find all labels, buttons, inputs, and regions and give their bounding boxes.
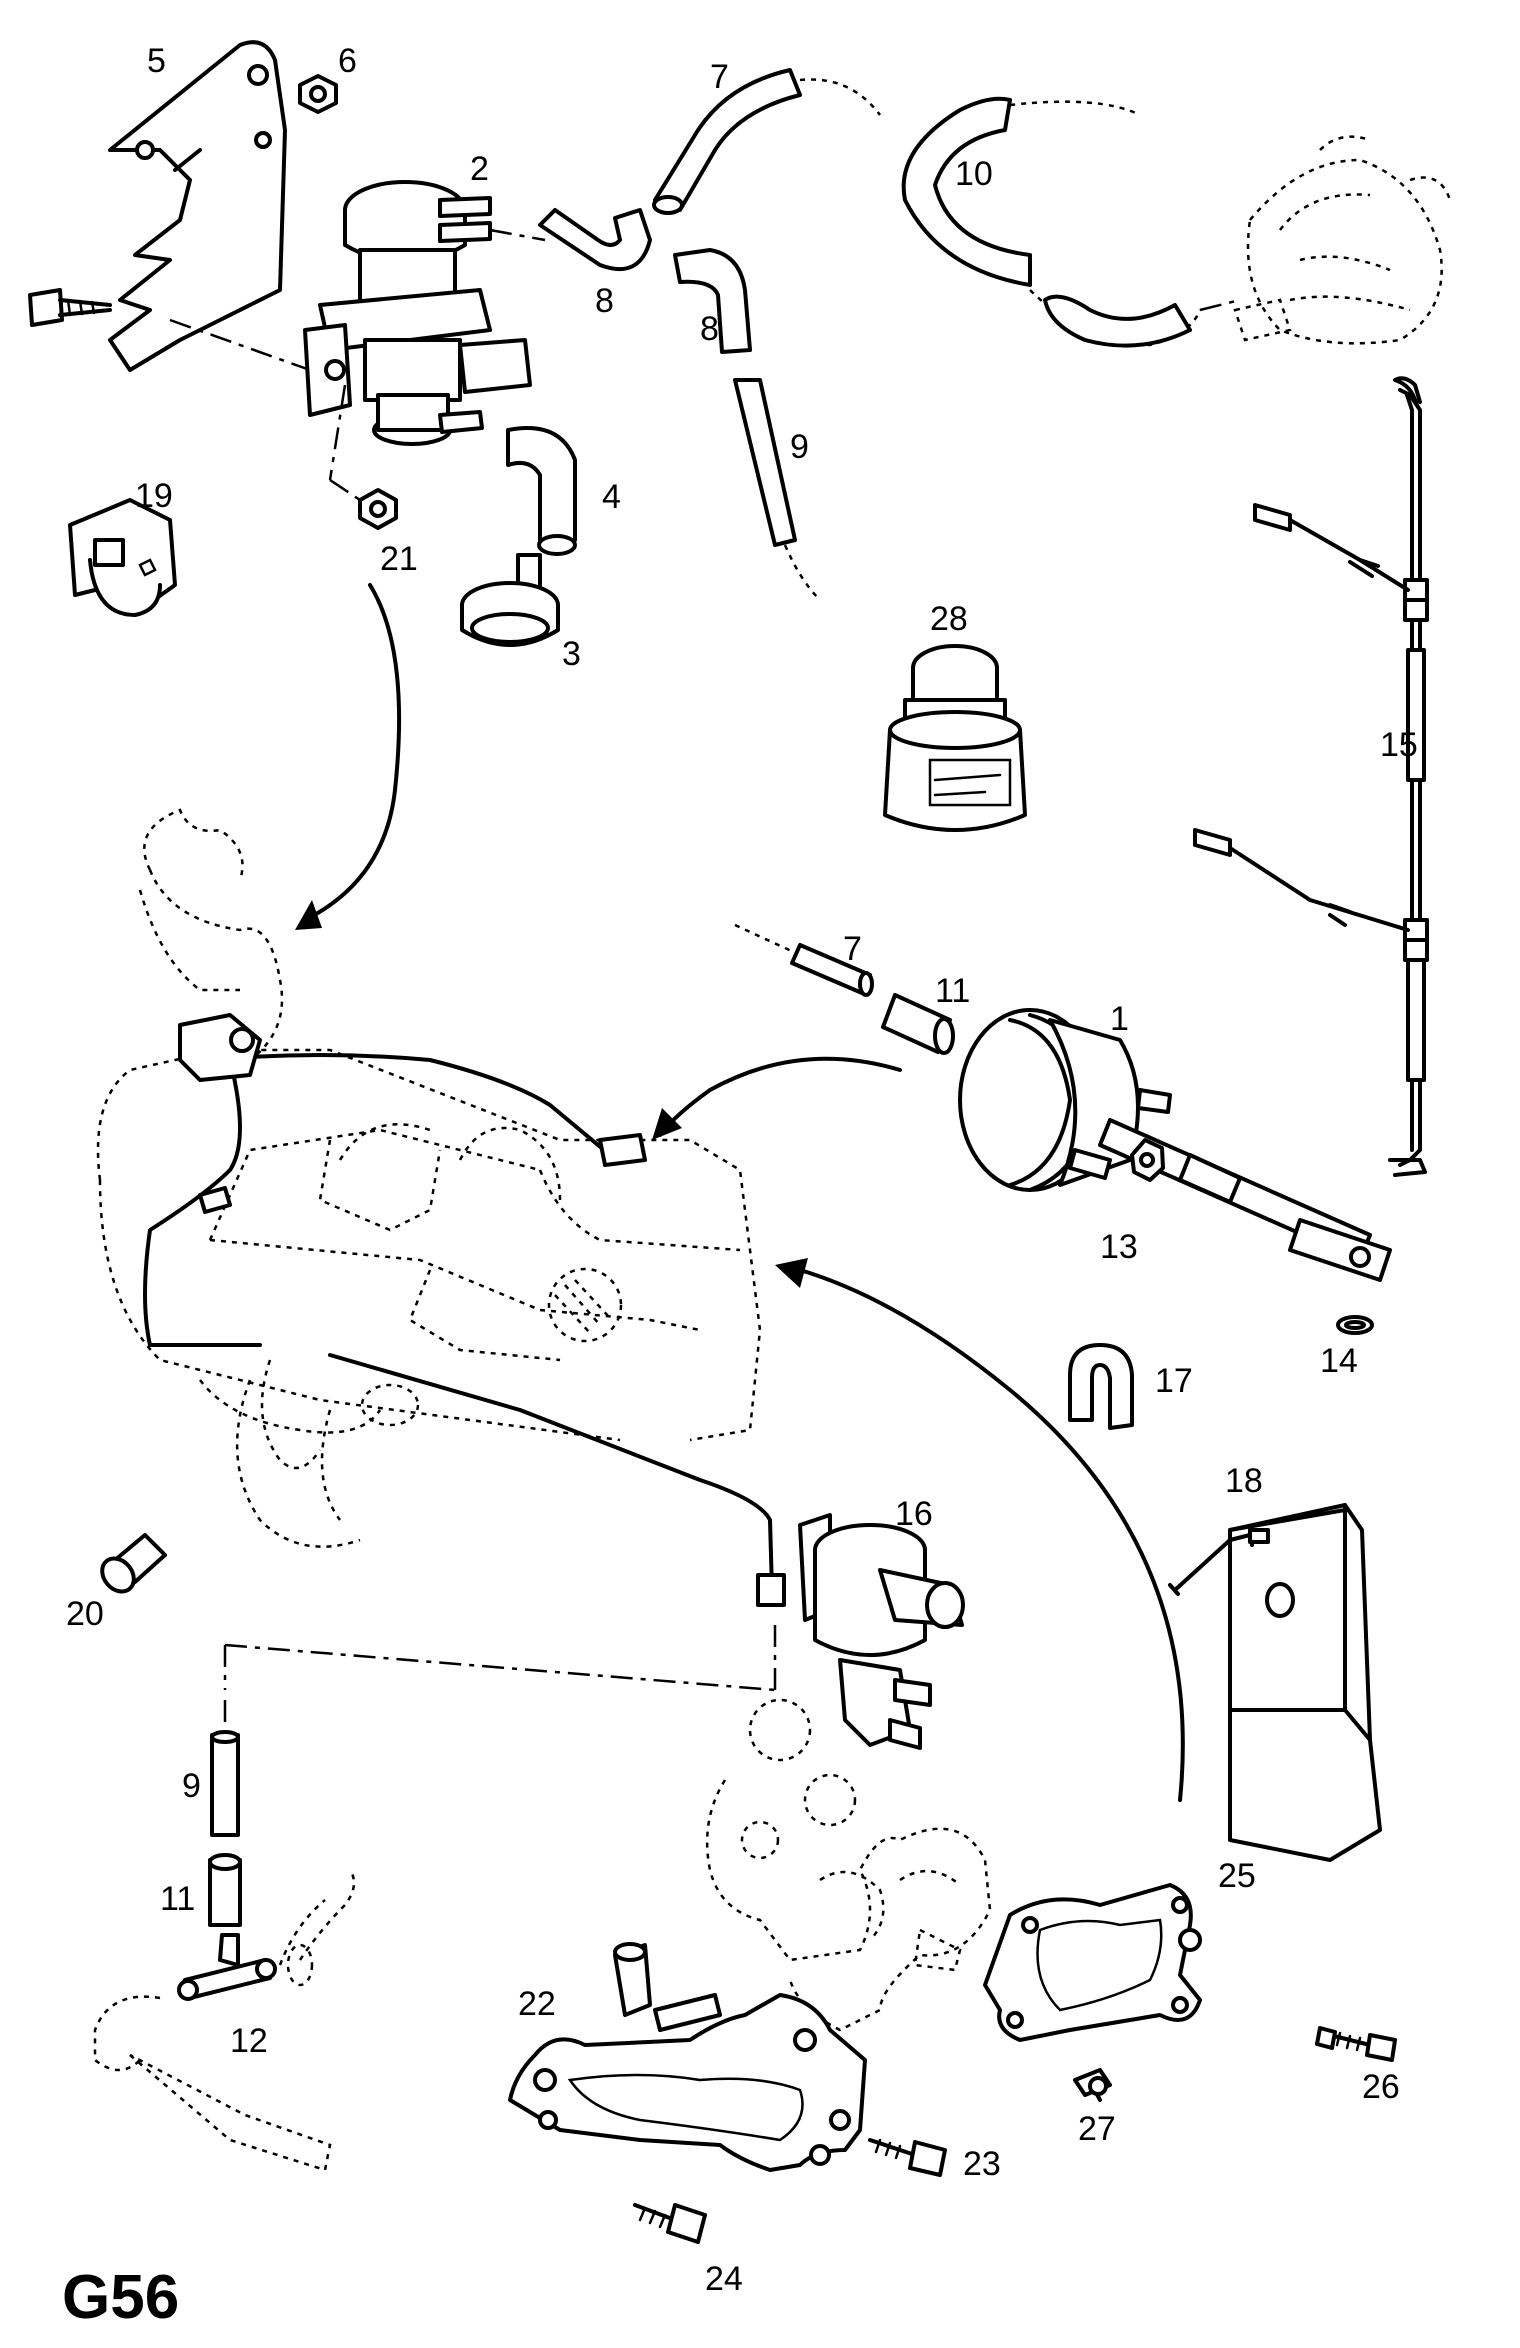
part-21-nut (358, 488, 398, 530)
part-18-canister (1168, 1503, 1382, 1862)
carburettor (1199, 135, 1452, 345)
pump-housing (705, 1698, 992, 2032)
arrow-head-c (775, 1258, 808, 1288)
part-28-bottle (883, 644, 1027, 832)
engine-wiring (143, 1013, 786, 1607)
label-p8a: 8 (595, 282, 614, 320)
part-5-bracket (108, 40, 311, 372)
part-14-washer (1336, 1315, 1374, 1335)
arrow-head-a (295, 900, 322, 930)
label-p15: 15 (1380, 726, 1418, 764)
arrow-head-b (652, 1108, 682, 1140)
label-p17: 17 (1155, 1362, 1193, 1400)
part-27-bolt (1073, 2068, 1112, 2102)
arrow-path-c (798, 1268, 1185, 1802)
label-p19: 19 (135, 477, 173, 515)
part-4-elbow-hose (506, 426, 577, 556)
part-9-hose-lower (210, 1730, 240, 1837)
part-20-fitting (100, 1533, 167, 1594)
label-p9a: 9 (790, 428, 809, 466)
label-p13: 13 (1100, 1228, 1138, 1266)
label-p26: 26 (1362, 2068, 1400, 2106)
part-7-hose-upper (652, 68, 881, 215)
part-11-connector-lower (208, 1853, 242, 1927)
label-p7a: 7 (710, 58, 729, 96)
part-12-t-piece (177, 1933, 277, 2001)
label-p14: 14 (1320, 1342, 1358, 1380)
label-p21: 21 (380, 540, 418, 578)
part-16-solenoid (798, 1513, 965, 1750)
part-8-hose-lower (673, 248, 752, 354)
label-p25: 25 (1218, 1857, 1256, 1895)
part-3-cap (460, 553, 560, 647)
part-6-nut (298, 74, 338, 114)
part-26-bolt (1315, 2026, 1397, 2062)
part-17-u-hose (1068, 1343, 1134, 1430)
label-p16: 16 (895, 1495, 933, 1533)
part-25-gasket (983, 1883, 1202, 2042)
part-11-connector (881, 993, 955, 1055)
part-19-clip (68, 498, 177, 617)
label-p27: 27 (1078, 2110, 1116, 2148)
part-labels: 1 2 3 4 5 6 7 7 8 8 9 9 10 11 11 12 13 1… (66, 42, 1418, 2298)
part-15-cable (1193, 376, 1429, 1177)
label-p9b: 9 (182, 1767, 201, 1805)
part-22-manifold (508, 1942, 867, 2172)
label-p8b: 8 (700, 310, 719, 348)
arrow-path-a (303, 583, 402, 922)
part-13-nut (1130, 1138, 1165, 1182)
label-p3: 3 (562, 635, 581, 673)
label-p20: 20 (66, 1595, 104, 1633)
label-p4: 4 (602, 478, 621, 516)
part-9-hose-upper (733, 378, 821, 601)
label-p28: 28 (930, 600, 968, 638)
label-p11a: 11 (935, 972, 970, 1010)
label-p12: 12 (230, 2022, 268, 2060)
part-2-vacuum-valve (303, 180, 532, 446)
part-8-hose-upper (538, 208, 652, 271)
label-p22: 22 (518, 1985, 556, 2023)
engine-block (96, 808, 762, 1548)
label-p10: 10 (955, 155, 993, 193)
part-23-bolt (868, 2138, 947, 2177)
label-p7b: 7 (843, 930, 862, 968)
label-p23: 23 (963, 2145, 1001, 2183)
label-p18: 18 (1225, 1462, 1263, 1500)
label-p1: 1 (1110, 1000, 1129, 1038)
lower-hoses (93, 1869, 356, 2172)
label-p6: 6 (338, 42, 357, 80)
label-p24: 24 (705, 2260, 743, 2298)
label-p11b: 11 (160, 1880, 195, 1918)
label-p5: 5 (147, 42, 166, 80)
label-p2: 2 (470, 150, 489, 188)
part-1-actuator (958, 1008, 1392, 1282)
part-24-bolt (633, 2203, 707, 2244)
diagram-code: G56 (62, 2263, 179, 2332)
part-10-hose (901, 96, 1202, 348)
bracket-bolt (28, 288, 112, 327)
part-7-hose-short (790, 943, 874, 997)
arrow-path-b (658, 1056, 902, 1137)
